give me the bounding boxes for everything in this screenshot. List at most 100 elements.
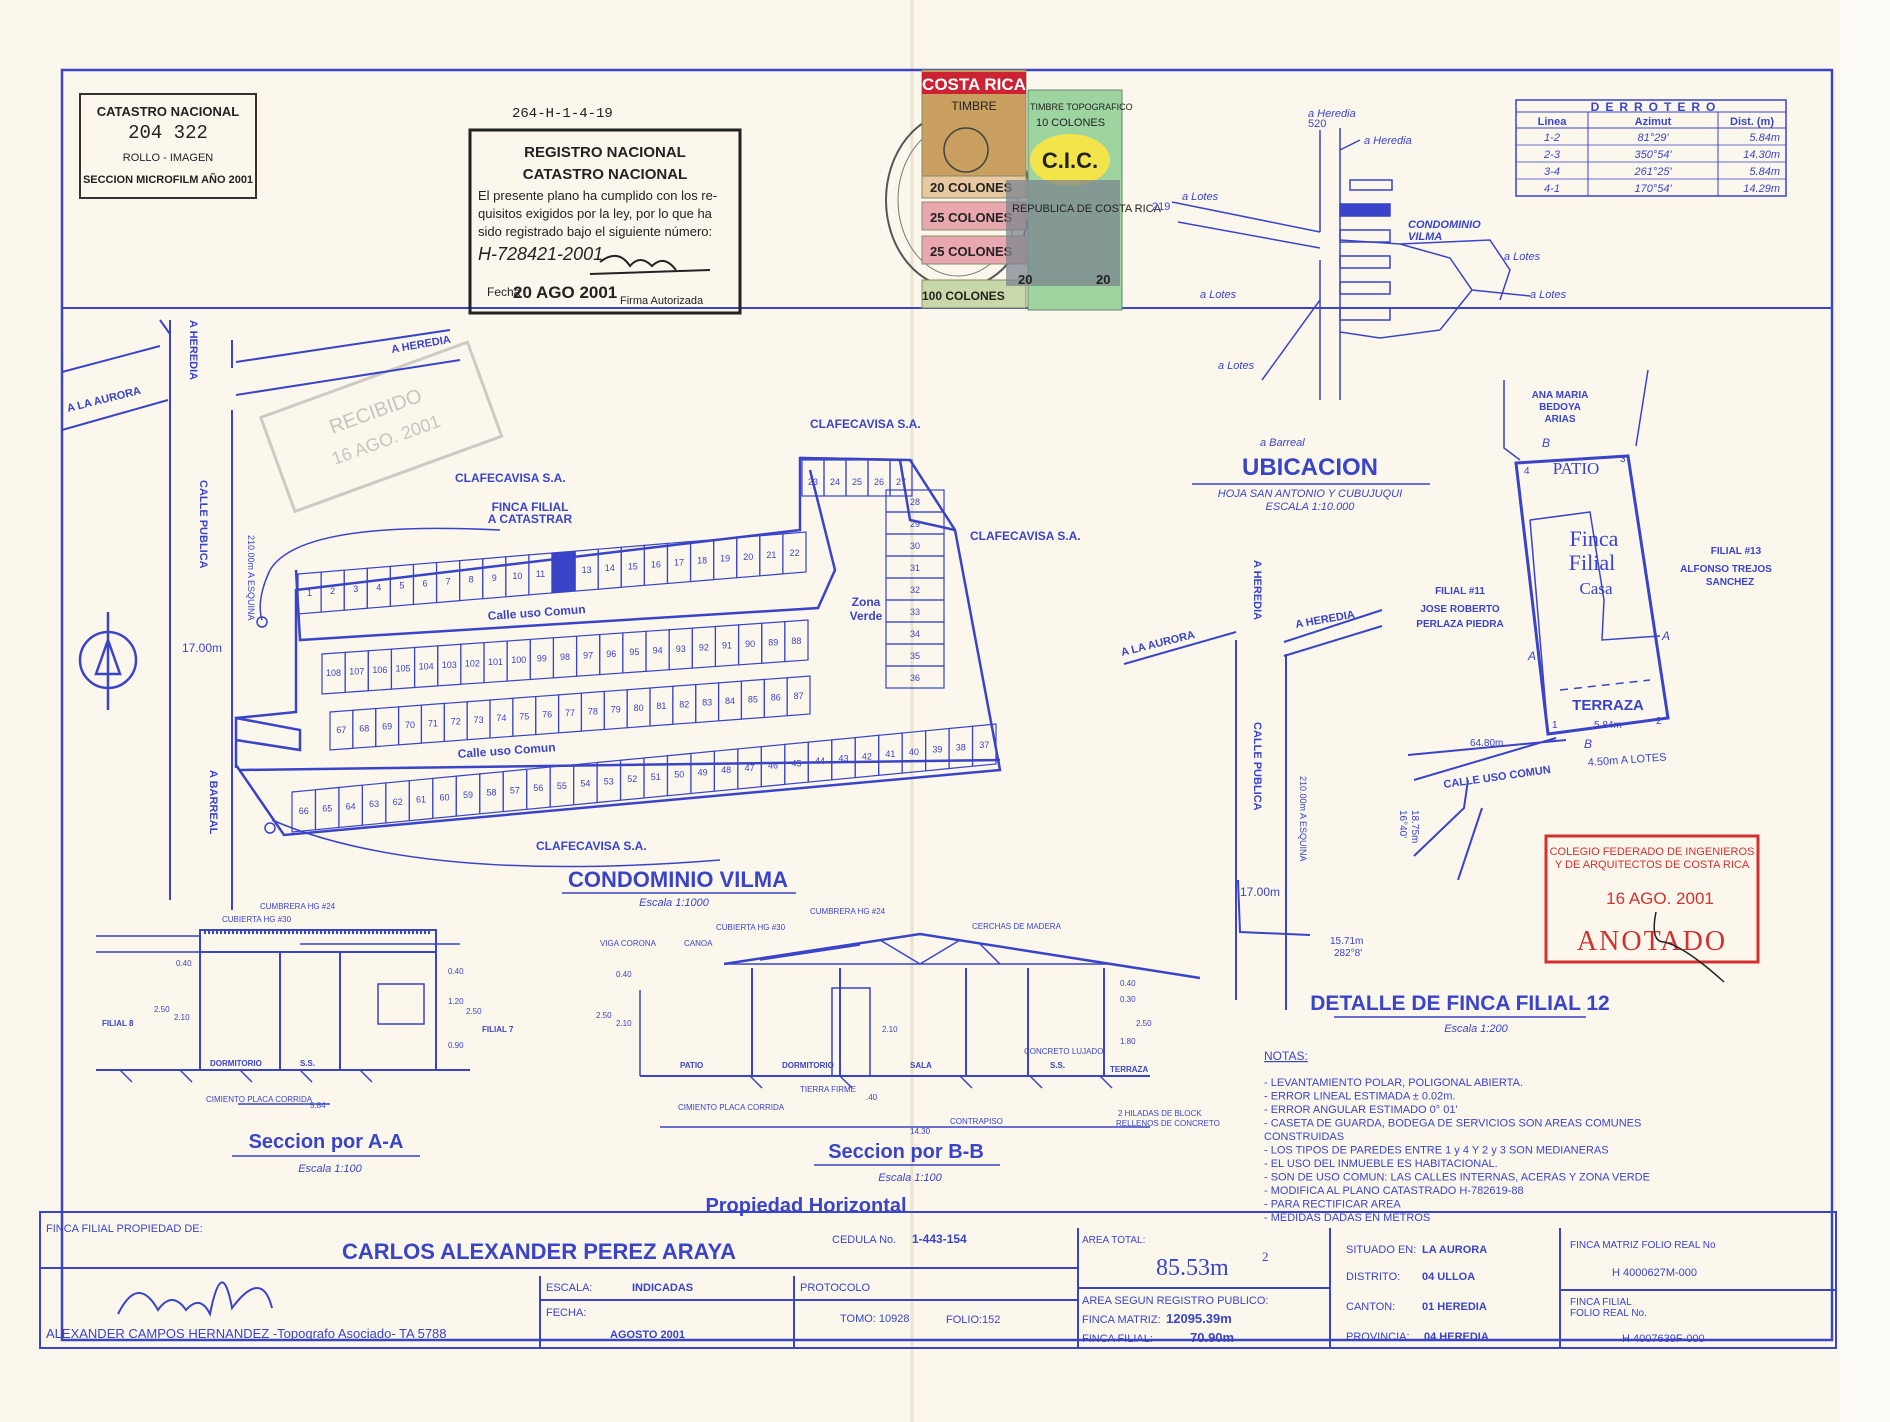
detail-d1571b: 282°8' <box>1334 948 1362 959</box>
lot-number: 105 <box>395 663 410 673</box>
section-b-labels: CUMBRERA HG #24 CERCHAS DE MADERA CUBIER… <box>596 907 1220 1184</box>
ubicacion-title: UBICACION <box>1242 454 1378 481</box>
derrotero-cell: 261°25' <box>1633 166 1672 178</box>
lot-number: 66 <box>299 806 309 816</box>
lot-number: 72 <box>451 717 461 727</box>
lot-number: 55 <box>557 781 567 791</box>
lot-cell <box>782 531 807 575</box>
anotado-date: 16 AGO. 2001 <box>1606 889 1714 908</box>
tb-finca-label: FINCA FILIAL PROPIEDAD DE: <box>46 1223 203 1235</box>
detail-width: 17.00m <box>1240 885 1280 899</box>
ubic-219: 219 <box>1152 201 1170 213</box>
site-finca-2: A CATASTRAR <box>488 512 573 526</box>
sa-ss: S.S. <box>300 1059 315 1068</box>
detail-pt1: 1 <box>1552 720 1558 731</box>
lot-number: 8 <box>469 575 474 585</box>
derrotero-cell: 3-4 <box>1544 166 1560 178</box>
lot-number: 3 <box>353 584 358 594</box>
lot-number: 49 <box>698 767 708 777</box>
sb-hiladas1: 2 HILADAS DE BLOCK <box>1118 1109 1202 1118</box>
detail-d1571a: 15.71m <box>1330 936 1363 947</box>
lot-number: 75 <box>519 711 529 721</box>
lot-number: 101 <box>488 657 503 667</box>
nota-item: - MODIFICA AL PLANO CATASTRADO H-782619-… <box>1264 1185 1524 1197</box>
catastro-nacional-box: CATASTRO NACIONAL 204 322 ROLLO - IMAGEN… <box>79 93 257 199</box>
lot-number: 100 <box>511 655 526 665</box>
site-clafe-4: CLAFECAVISA S.A. <box>536 839 647 853</box>
ubic-vilma: VILMA <box>1408 231 1442 243</box>
lot-number: 53 <box>604 776 614 786</box>
sb-cimiento: CIMIENTO PLACA CORRIDA <box>678 1103 785 1112</box>
sb-contrapiso: CONTRAPISO <box>950 1117 1003 1126</box>
condominio-title: CONDOMINIO VILMA <box>568 867 788 892</box>
ubicacion-sub2: ESCALA 1:10.000 <box>1266 501 1356 513</box>
lot-number: 102 <box>465 658 480 668</box>
anotado-l1: COLEGIO FEDERADO DE INGENIEROS <box>1550 846 1755 858</box>
detail-title: DETALLE DE FINCA FILIAL 12 <box>1310 992 1609 1015</box>
lot-number: 36 <box>910 673 920 683</box>
tb-area-sup: 2 <box>1262 1249 1269 1264</box>
lot-number: 99 <box>537 654 547 664</box>
detail-terraza: TERRAZA <box>1572 697 1644 714</box>
section-a-title: Seccion por A-A <box>249 1131 404 1153</box>
tb-situado: LA AURORA <box>1422 1244 1487 1256</box>
site-heredia-v: A HEREDIA <box>187 320 199 380</box>
lot-number: 80 <box>634 703 644 713</box>
sa-d040b: 0.40 <box>448 967 464 976</box>
nota-item: - PARA RECTIFICAR AREA <box>1264 1199 1401 1211</box>
derrotero-cell: 5.84m <box>1749 166 1780 178</box>
detail-section-b-bottom: B <box>1584 737 1592 751</box>
tb-distrito-label: DISTRITO: <box>1346 1271 1400 1283</box>
lot-number: 29 <box>910 519 920 529</box>
registro-firma: Firma Autorizada <box>620 295 704 307</box>
sa-cubierta: CUBIERTA HG #30 <box>222 915 292 924</box>
lot-number: 40 <box>909 747 919 757</box>
section-b-drawing <box>639 932 1201 1128</box>
detail-ana-3: ARIAS <box>1544 414 1575 425</box>
signature-mark <box>589 255 711 275</box>
lot-number: 44 <box>815 756 825 766</box>
derrotero-cell: 350°54' <box>1634 149 1672 161</box>
detail-patio: PATIO <box>1553 459 1600 478</box>
lot-number: 34 <box>910 629 920 639</box>
sb-d180: 1.80 <box>1120 1037 1136 1046</box>
tb-matriz-label: FINCA MATRIZ: <box>1082 1314 1161 1326</box>
detail-d450: 4.50m A LOTES <box>1587 752 1667 769</box>
lot-number: 10 <box>512 571 522 581</box>
tb-situado-label: SITUADO EN: <box>1346 1244 1416 1256</box>
section-a-scale: Escala 1:100 <box>298 1163 362 1175</box>
lot-number: 24 <box>830 477 840 487</box>
sb-cerchas: CERCHAS DE MADERA <box>972 922 1062 931</box>
detail-section-b-top: B <box>1542 436 1550 450</box>
site-barreal: A BARREAL <box>207 770 219 835</box>
lot-number: 7 <box>446 577 451 587</box>
tb-provincia: 04 HEREDIA <box>1424 1331 1489 1343</box>
notas-title: NOTAS: <box>1264 1049 1308 1063</box>
lot-number: 63 <box>369 799 379 809</box>
detail-calle-publica: CALLE PUBLICA <box>1251 722 1263 811</box>
site-clafe-2: CLAFECAVISA S.A. <box>810 417 921 431</box>
site-width: 17.00m <box>182 641 222 655</box>
registro-title1: REGISTRO NACIONAL <box>524 144 686 161</box>
notas-block: NOTAS: - LEVANTAMIENTO POLAR, POLIGONAL … <box>1264 1049 1650 1224</box>
detail-pt4: 4 <box>1524 466 1530 477</box>
sb-d040: 0.40 <box>616 970 632 979</box>
derrotero-cell: 4-1 <box>1544 183 1560 195</box>
lot-number: 96 <box>606 649 616 659</box>
tb-canton-label: CANTON: <box>1346 1301 1395 1313</box>
lot-number: 85 <box>748 694 758 704</box>
tb-matriz: 12095.39m <box>1166 1311 1232 1326</box>
lot-number: 94 <box>653 646 663 656</box>
lot-number: 90 <box>745 639 755 649</box>
lot-number: 28 <box>910 497 920 507</box>
stamp-topo2: 10 COLONES <box>1036 117 1105 129</box>
lot-number: 46 <box>768 761 778 771</box>
lot-number: 45 <box>792 758 802 768</box>
stamp-topo-country: REPUBLICA DE COSTA RICA <box>1012 203 1162 215</box>
lot-number: 86 <box>771 693 781 703</box>
sb-ss: S.S. <box>1050 1061 1065 1070</box>
ubic-lotes-2: a Lotes <box>1504 251 1541 263</box>
lot-number: 78 <box>588 706 598 716</box>
site-clafe-3: CLAFECAVISA S.A. <box>970 529 1081 543</box>
